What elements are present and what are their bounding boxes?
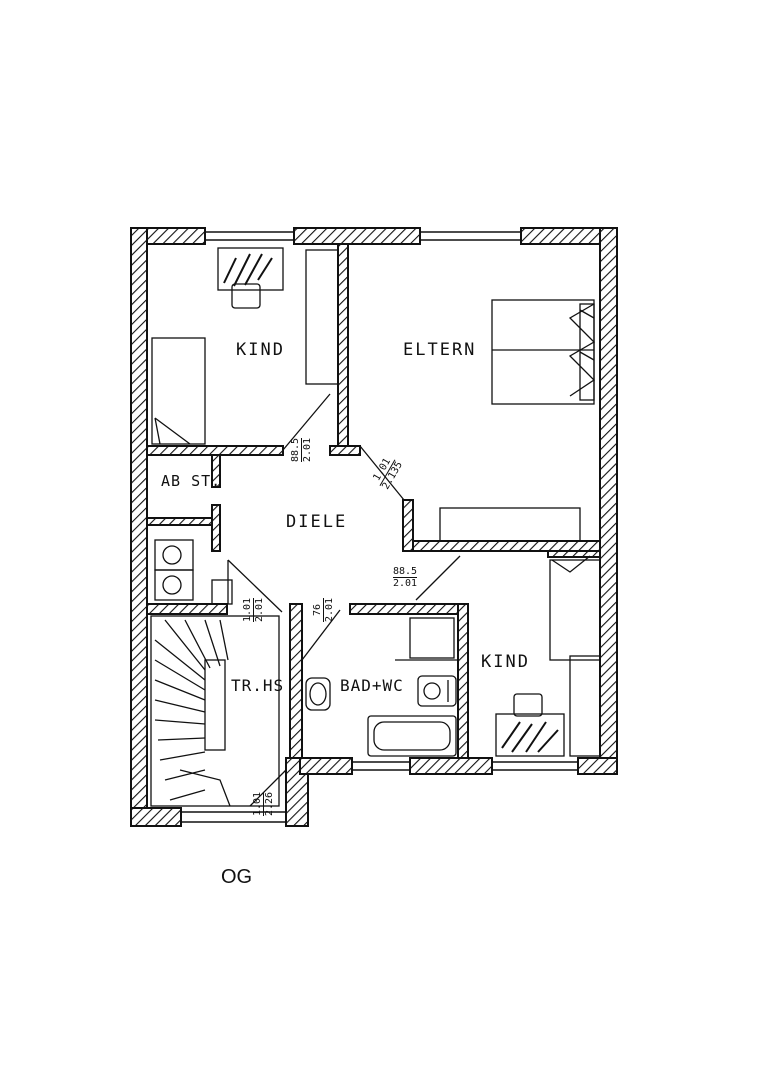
dim-treppe-top: 1.01 [242, 597, 254, 622]
shower [409, 617, 455, 659]
room-label-kind-right: KIND [481, 652, 530, 672]
wardrobe-left [305, 249, 339, 385]
exterior-walls [130, 227, 618, 827]
dim-diele-top: 88.5 [393, 566, 418, 578]
wall-bottom-left [130, 807, 182, 827]
wall-bottom-mid [409, 757, 493, 775]
desk-left [217, 247, 284, 291]
chair-right [513, 693, 543, 717]
wall-bottom-bad [299, 757, 353, 775]
bed-right [569, 655, 601, 757]
dim-diele-door: 88.5 2.01 [393, 566, 418, 589]
room-label-kind-left: KIND [236, 340, 285, 360]
room-label-bad: BAD+WC [340, 676, 404, 695]
dim-treppe-bottom: 2.01 [254, 597, 265, 622]
floor-label: OG [221, 866, 253, 888]
wall-top-mid [293, 227, 421, 245]
windows [181, 231, 578, 823]
wall-bottom-right [577, 757, 618, 775]
dim-treppe-door: 1.01 2.01 [242, 597, 265, 622]
wall-right [599, 227, 618, 775]
dim-ausgang-top: 1.01 [252, 791, 264, 816]
room-label-diele: DIELE [286, 512, 348, 532]
dim-diele-bottom: 2.01 [393, 578, 418, 589]
dryer [154, 569, 194, 601]
dim-bad-top: 76 [312, 597, 324, 622]
dim-ausgang-bottom: 2.26 [264, 791, 275, 816]
dim-kind-left-bottom: 2.01 [302, 437, 313, 462]
wardrobe-eltern [439, 507, 581, 542]
dim-kind-left-door: 88.5 2.01 [290, 437, 313, 462]
washer [154, 539, 194, 571]
desk-right [495, 713, 565, 757]
interior-walls [146, 243, 601, 759]
toilet [305, 677, 331, 711]
sink [417, 675, 457, 707]
dim-bad-door: 76 2.01 [312, 597, 335, 622]
bathtub [367, 715, 457, 757]
room-label-treppenhaus: TR.HS [231, 676, 285, 695]
furniture [150, 247, 601, 807]
dim-kind-left-top: 88.5 [290, 437, 302, 462]
chair-left [231, 283, 261, 309]
bed-eltern [491, 299, 595, 405]
room-label-eltern: ELTERN [403, 340, 477, 360]
wardrobe-right [549, 559, 601, 661]
staircase [150, 615, 280, 807]
dim-ausgang: 1.01 2.26 [252, 791, 275, 816]
wall-left [130, 227, 148, 827]
room-label-abstell: AB ST. [161, 472, 222, 490]
bed-left [151, 337, 206, 445]
dim-bad-bottom: 2.01 [324, 597, 335, 622]
